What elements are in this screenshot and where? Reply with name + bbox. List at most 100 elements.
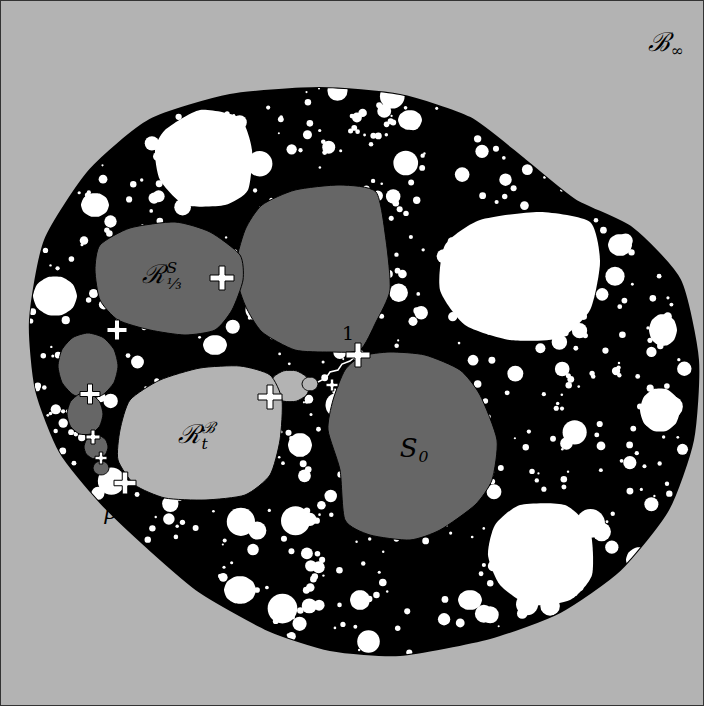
fatou-component <box>59 418 68 427</box>
fatou-component <box>340 622 345 627</box>
parabolic-basin <box>84 435 108 459</box>
fatou-component <box>353 625 357 629</box>
fatou-component <box>28 318 33 323</box>
fatou-component <box>408 179 414 185</box>
fatou-component <box>80 236 89 245</box>
fatou-component <box>594 432 599 437</box>
fatou-component <box>43 248 48 253</box>
fatou-component <box>305 91 307 93</box>
fatou-component <box>318 129 321 132</box>
fixed-point-marker <box>107 320 127 340</box>
fatou-component <box>631 283 634 286</box>
fatou-component <box>175 114 181 120</box>
fatou-component <box>592 523 611 542</box>
fatou-component <box>135 492 140 497</box>
fatou-component <box>29 308 36 315</box>
fatou-component <box>421 248 424 251</box>
fatou-component <box>339 149 342 152</box>
fatou-component <box>520 201 529 210</box>
fatou-component <box>386 590 388 592</box>
fatou-component <box>523 444 529 450</box>
fatou-component <box>435 107 438 110</box>
fatou-component <box>420 153 424 157</box>
fatou-component <box>442 596 449 603</box>
fatou-component <box>99 175 108 184</box>
fatou-component <box>640 388 680 431</box>
fatou-component <box>498 625 500 627</box>
fatou-component <box>273 618 279 624</box>
fatou-component <box>455 167 470 182</box>
fatou-component <box>498 465 504 471</box>
fatou-component <box>348 128 353 133</box>
fatou-component <box>650 295 657 302</box>
fatou-component <box>303 401 305 403</box>
fatou-component <box>560 407 564 411</box>
fatou-component <box>382 550 384 552</box>
fatou-component <box>145 536 151 542</box>
fatou-component <box>611 512 615 516</box>
fatou-component <box>361 561 365 565</box>
fatou-component <box>281 536 287 542</box>
fatou-component <box>279 115 283 119</box>
fatou-component <box>449 532 452 535</box>
fatou-component <box>268 594 298 624</box>
fatou-component <box>390 115 392 117</box>
fatou-component <box>677 362 691 376</box>
fatou-component <box>321 139 326 144</box>
fatou-component <box>413 197 420 204</box>
fatou-component <box>281 461 285 465</box>
fatou-component <box>458 342 461 345</box>
fatou-component <box>104 227 109 232</box>
fatou-component <box>386 189 401 204</box>
fatou-component <box>174 535 179 540</box>
fixed-point-marker <box>326 379 338 391</box>
fatou-component <box>334 627 337 630</box>
fatou-component <box>537 472 539 474</box>
fatou-component <box>626 547 654 572</box>
fatou-component <box>618 362 620 364</box>
fatou-component <box>288 362 291 365</box>
fatou-component <box>514 437 516 439</box>
fatou-component <box>313 561 325 573</box>
fatou-component <box>398 110 422 130</box>
fatou-component <box>657 274 662 279</box>
fatou-component <box>298 148 302 152</box>
fatou-component <box>301 547 313 559</box>
fatou-component <box>81 193 109 217</box>
fatou-component <box>605 267 624 286</box>
fatou-component <box>373 592 380 599</box>
fatou-component <box>626 488 633 495</box>
fatou-component <box>298 469 311 482</box>
fatou-component <box>479 571 484 576</box>
fatou-component <box>305 400 309 404</box>
fatou-component <box>560 189 563 192</box>
fatou-component <box>404 106 408 110</box>
region-shape <box>117 366 282 500</box>
fatou-component <box>563 420 587 444</box>
fatou-component <box>41 353 47 359</box>
fatou-component <box>577 385 580 388</box>
julia-set-texture <box>28 81 691 656</box>
fatou-component <box>535 478 539 482</box>
fatou-component <box>379 579 387 587</box>
fatou-component <box>154 516 156 518</box>
fatou-component <box>53 429 57 433</box>
region-label: S0 <box>400 435 429 461</box>
fatou-component <box>499 173 511 185</box>
region-shape <box>95 222 243 335</box>
fatou-component <box>247 544 258 555</box>
fatou-component <box>51 355 54 358</box>
fatou-component <box>59 447 66 454</box>
fatou-component <box>378 571 381 574</box>
fatou-component <box>419 165 425 171</box>
fatou-component <box>600 227 607 234</box>
fatou-component <box>55 266 59 270</box>
fatou-component <box>596 288 609 301</box>
fatou-component <box>541 487 546 492</box>
fatou-component <box>406 649 412 655</box>
fatou-component <box>606 520 609 523</box>
fatou-component <box>394 252 398 256</box>
fatou-component <box>522 164 533 175</box>
